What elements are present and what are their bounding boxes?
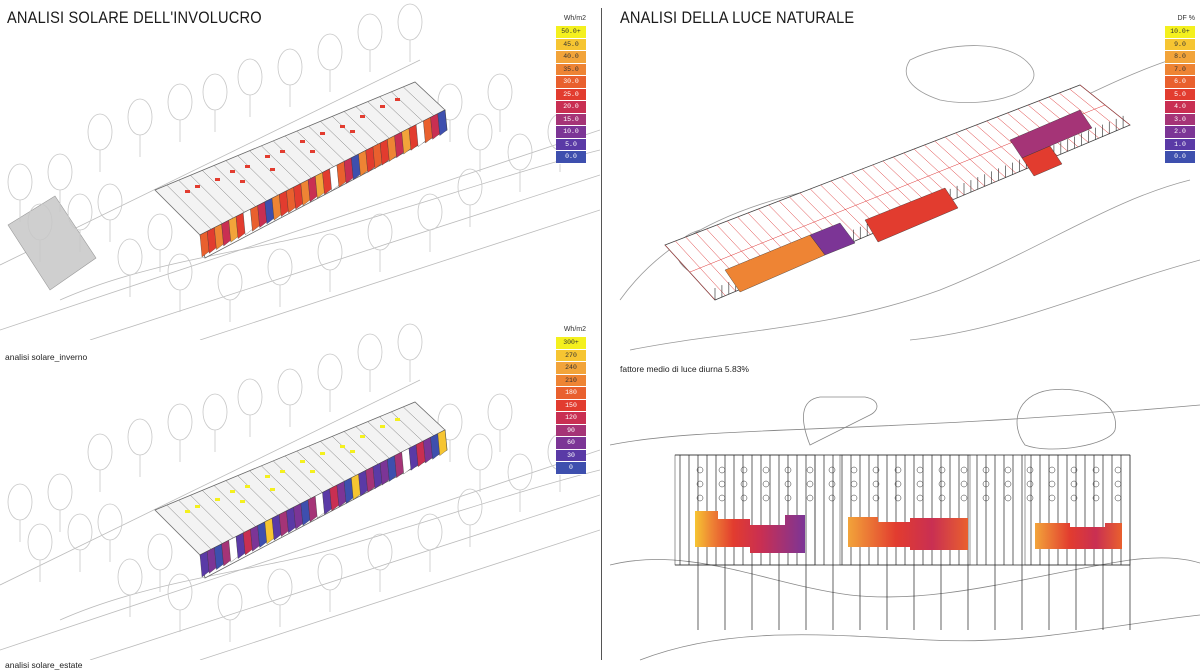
legend-swatch: 5.0: [1165, 88, 1195, 101]
tree-row: [7, 323, 573, 642]
legend-unit: Wh/m2: [563, 15, 586, 22]
legend-swatch: 1.0: [1165, 138, 1195, 151]
tree-row: [7, 3, 573, 322]
summer-caption: analisi solare_estate: [5, 660, 83, 670]
legend-swatch: 60: [556, 437, 586, 450]
daylight-axonometric-scene: [619, 45, 1200, 351]
legend-swatch: 4.0: [1165, 101, 1195, 114]
legend-swatch: 50.0+: [556, 26, 586, 39]
building-frame: [664, 84, 1131, 301]
building-mass: [154, 401, 448, 579]
neighbour-building: [7, 195, 97, 291]
legend-swatch: 300+: [556, 337, 586, 350]
legend-swatch: 0.0: [556, 151, 586, 164]
legend-swatch: 5.0: [556, 138, 586, 151]
legend-swatch: 40.0: [556, 51, 586, 64]
legend-swatch: 270: [556, 349, 586, 362]
envelope-analysis-title: ANALISI SOLARE DELL'INVOLUCRO: [7, 8, 262, 27]
legend-swatch: 0.0: [1165, 151, 1195, 164]
daylight-analysis-title: ANALISI DELLA LUCE NATURALE: [620, 8, 855, 27]
legend-swatch: 45.0: [556, 38, 586, 51]
summer-solar-scene: [0, 323, 600, 660]
legend-swatch: 90: [556, 424, 586, 437]
legend-swatch: 9.0: [1165, 38, 1195, 51]
legend-swatch: 25.0: [556, 88, 586, 101]
building-mass: [154, 81, 448, 259]
legend-swatch: 6.0: [1165, 76, 1195, 89]
legend-unit: DF %: [1177, 15, 1196, 22]
legend-swatch: 240: [556, 362, 586, 375]
legend-swatch: 30.0: [556, 76, 586, 89]
context-lines: [0, 379, 600, 660]
winter-caption: analisi solare_inverno: [5, 352, 88, 362]
legend-swatch: 7.0: [1165, 63, 1195, 76]
winter-solar-scene: [0, 3, 600, 340]
legend-swatch: 10.0: [556, 126, 586, 139]
legend-swatch: 0: [556, 462, 586, 475]
daylight-caption: fattore medio di luce diurna 5.83%: [620, 364, 749, 374]
legend-swatch: 2.0: [1165, 126, 1195, 139]
legend-swatch: 30: [556, 449, 586, 462]
legend-swatch: 15.0: [556, 113, 586, 126]
legend-swatch: 35.0: [556, 63, 586, 76]
legend-swatch: 210: [556, 374, 586, 387]
legend-swatch: 120: [556, 412, 586, 425]
legend-unit: Wh/m2: [563, 326, 586, 333]
legend-swatch: 3.0: [1165, 113, 1195, 126]
panel-divider: [601, 8, 602, 660]
daylight-zones: [695, 511, 1122, 553]
legend-swatch: 8.0: [1165, 51, 1195, 64]
legend-swatch: 10.0+: [1165, 26, 1195, 39]
legend-swatch: 180: [556, 387, 586, 400]
plan-site-lines: [610, 388, 1200, 661]
legend-swatch: 20.0: [556, 101, 586, 114]
daylight-plan-scene: [610, 388, 1200, 661]
legend-swatch: 150: [556, 399, 586, 412]
